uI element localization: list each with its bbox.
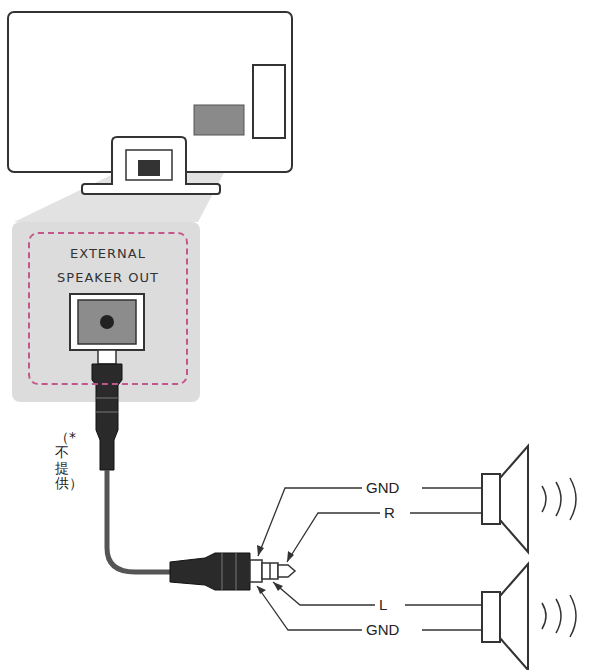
- pin-name: R: [384, 504, 395, 521]
- leader-lines: [257, 488, 380, 630]
- speaker-wires: [405, 488, 482, 630]
- tv-stand-neck: [112, 137, 186, 185]
- plug-body-top: [92, 364, 122, 470]
- side-panel: [253, 65, 285, 138]
- plug-body-bottom: [170, 553, 250, 590]
- pin-name: GND: [366, 479, 399, 496]
- plug-ring: [98, 350, 116, 364]
- leader-arrows: [257, 545, 294, 594]
- tv-stand-base: [82, 184, 220, 194]
- cable: [107, 470, 172, 572]
- speaker-bottom: [482, 564, 528, 670]
- plug-sleeve: [250, 560, 262, 582]
- speaker-port-area: [194, 105, 244, 135]
- jack-hole: [100, 315, 114, 329]
- port-label: EXTERNAL SPEAKER OUT: [30, 242, 186, 290]
- callout-box: EXTERNAL SPEAKER OUT: [28, 232, 188, 385]
- plug-tip: [278, 565, 295, 577]
- pin-name: L: [379, 596, 387, 613]
- jack-socket: [78, 300, 136, 344]
- jack-frame: [70, 294, 144, 350]
- stand-mount: [126, 150, 172, 180]
- power-connector: [138, 160, 160, 176]
- sound-waves: [542, 478, 576, 637]
- note-not-supplied: （*不提供）: [55, 430, 69, 492]
- pin-name: GND: [366, 621, 399, 638]
- speaker-top: [482, 446, 528, 552]
